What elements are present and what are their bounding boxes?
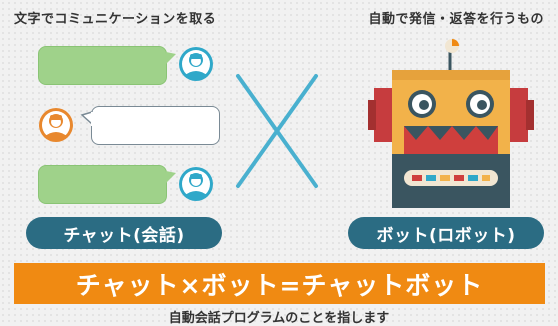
label-bot: ボット(ロボット)	[348, 217, 544, 249]
chat-bubble-3	[38, 165, 167, 204]
equation-banner: チャット×ボット=チャットボット	[14, 263, 545, 304]
robot-icon	[368, 39, 534, 208]
caption-bot-description: 自動で発信・返答を行うもの	[368, 12, 544, 27]
label-chat: チャット(会話)	[26, 217, 222, 249]
user-avatar-icon	[179, 47, 213, 81]
chat-bubble-3-tail	[166, 171, 176, 183]
caption-chat-description: 文字でコミュニケーションを取る	[14, 12, 217, 27]
chat-bubble-2	[91, 106, 220, 145]
user-avatar-icon-2	[179, 167, 213, 201]
chat-bubble-1	[38, 46, 167, 85]
bottom-description: 自動会話プログラムのことを指します	[168, 311, 390, 326]
cross-icon	[236, 74, 318, 188]
chat-bubble-1-tail	[166, 52, 176, 64]
chat-bubble-2-tail	[80, 110, 95, 126]
other-avatar-icon	[39, 108, 73, 142]
